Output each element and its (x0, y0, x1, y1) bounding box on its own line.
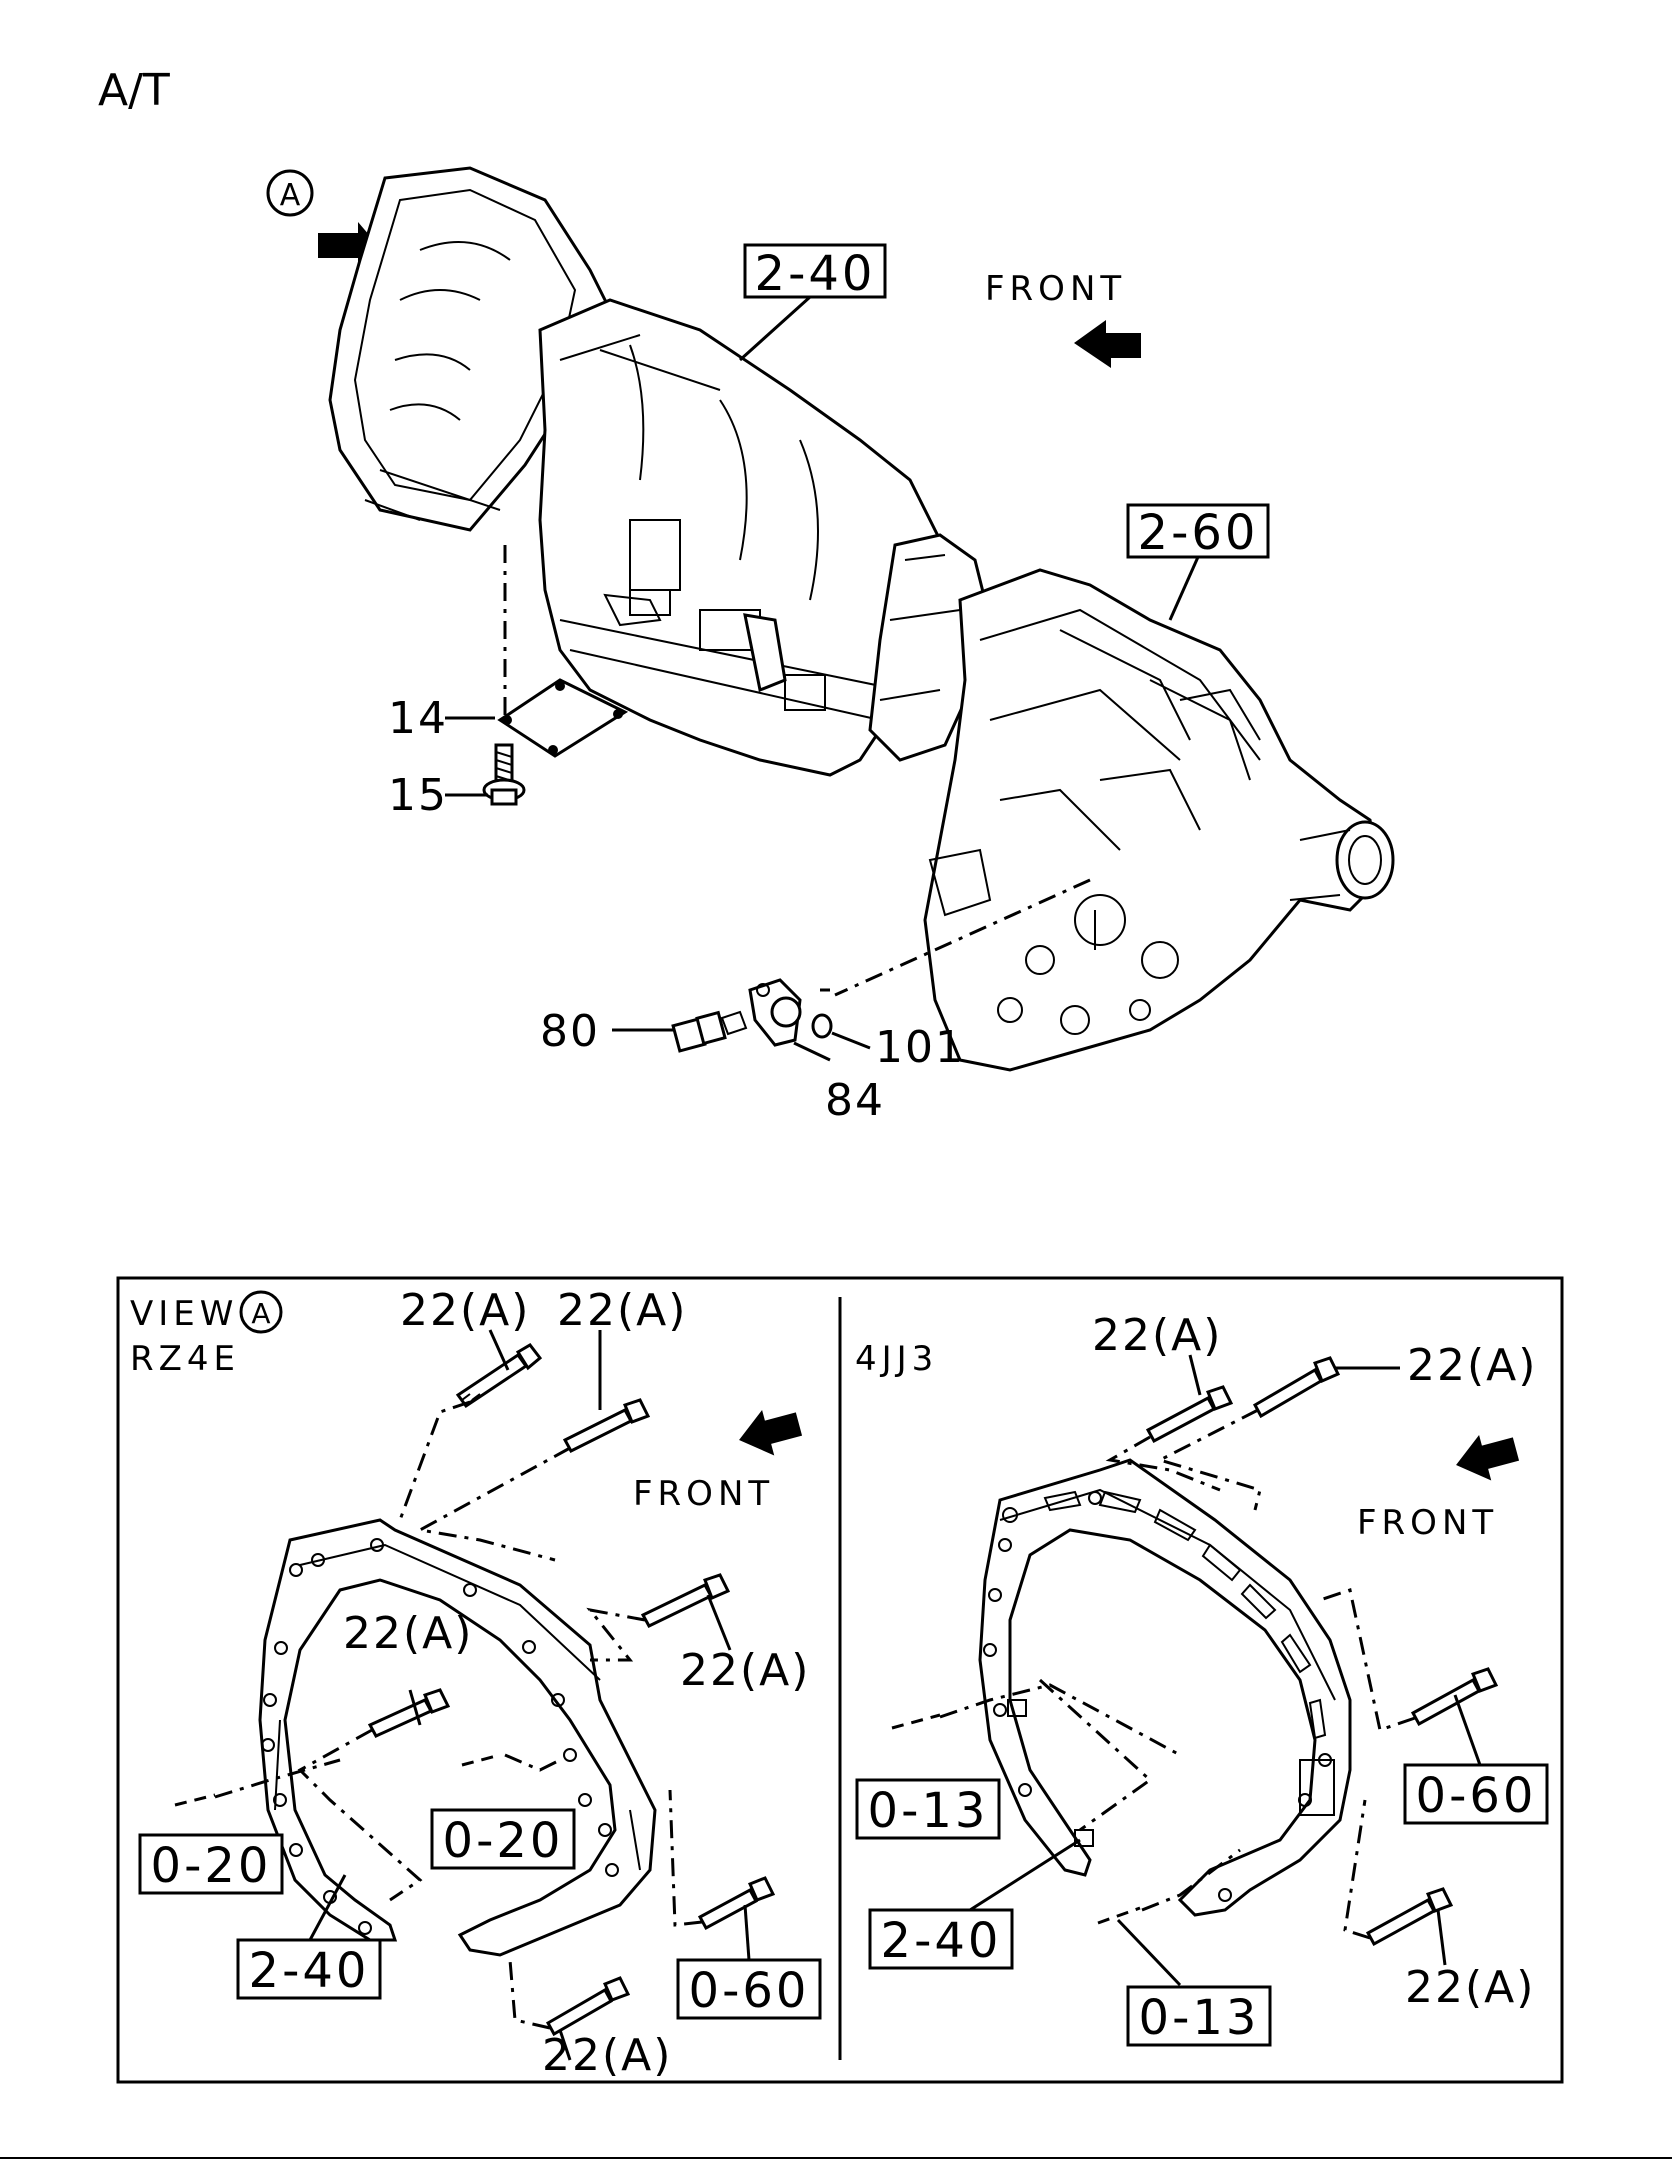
part-14-label: 14 (388, 693, 448, 744)
ref-2-40-right-text: 2-40 (881, 1913, 1002, 1969)
ref-0-13-b: 0-13 (1126, 1985, 1272, 2047)
part-80-label: 80 (540, 1006, 600, 1057)
bolt-22a-1 (455, 1343, 543, 1409)
front-label-left: FRONT (633, 1474, 774, 1514)
bolt-4jj3-1 (1145, 1385, 1234, 1444)
bolt-4jj3-3 (1365, 1887, 1454, 1947)
ref-0-20-b: 0-20 (430, 1808, 576, 1870)
ref-0-13-a-text: 0-13 (868, 1783, 989, 1839)
model-label-4jj3: 4JJ3 (855, 1339, 938, 1379)
bolt-22a-5 (545, 1976, 631, 2037)
ref-0-13-b-text: 0-13 (1139, 1990, 1260, 2046)
ref-0-60-right: 0-60 (1403, 1763, 1549, 1825)
oil-pan-cover (497, 678, 629, 758)
oring-101 (811, 1013, 833, 1039)
adapter-plate-rz4e (258, 1518, 657, 1957)
bracket-84 (748, 978, 802, 1047)
front-arrow-top (1074, 320, 1141, 368)
bolt-label-r1: 22(A) (1092, 1310, 1222, 1361)
bolt-label-4: 22(A) (343, 1608, 473, 1659)
diagram-title: A/T (98, 65, 170, 116)
bolt-0-60-right (1410, 1667, 1499, 1727)
ref-0-60-left-text: 0-60 (689, 1963, 810, 2019)
detail-frame (116, 1276, 1564, 2084)
view-label: VIEW (130, 1294, 238, 1334)
bolt-22a-4 (367, 1688, 451, 1738)
front-label-right: FRONT (1357, 1503, 1498, 1543)
bolt-15 (482, 743, 526, 806)
ref-0-20-a: 0-20 (138, 1833, 284, 1895)
ref-2-40-right: 2-40 (868, 1908, 1014, 1970)
adapter-plate-4jj3 (978, 1458, 1352, 1917)
bolt-label-r2: 22(A) (1407, 1340, 1537, 1391)
ref-0-13-a: 0-13 (855, 1778, 1001, 1840)
view-a-marker: A (266, 169, 314, 217)
bolt-80 (671, 1010, 748, 1053)
bolt-22a-2 (562, 1398, 651, 1453)
bolt-label-r3: 22(A) (1405, 1962, 1535, 2013)
front-arrow-left (739, 1410, 803, 1456)
ref-0-60-right-text: 0-60 (1416, 1768, 1537, 1824)
front-arrow-right (1456, 1435, 1520, 1481)
ref-0-20-a-text: 0-20 (151, 1838, 272, 1894)
bolt-label-1: 22(A) (400, 1285, 530, 1336)
ref-0-60-left: 0-60 (676, 1958, 822, 2020)
right-panel-4jj3: 4JJ3 FRONT (855, 1310, 1549, 2047)
view-a-marker-letter: A (280, 178, 301, 213)
ref-2-40-top: 2-40 (743, 243, 887, 302)
part-15-label: 15 (388, 770, 448, 821)
bolt-4jj3-2 (1252, 1356, 1341, 1419)
bolt-label-2: 22(A) (557, 1285, 687, 1336)
front-label-top: FRONT (985, 269, 1126, 309)
left-panel-rz4e: VIEW A RZ4E FRONT (130, 1285, 822, 2081)
ref-2-60-top-text: 2-60 (1138, 505, 1259, 561)
ref-2-40-top-text: 2-40 (755, 246, 876, 302)
bolt-22a-3 (640, 1573, 731, 1628)
view-label-marker: A (251, 1297, 270, 1330)
bolt-0-60-left (697, 1876, 776, 1931)
model-label-rz4e: RZ4E (130, 1339, 240, 1379)
bolt-label-5: 22(A) (542, 2030, 672, 2081)
part-101-label: 101 (875, 1022, 965, 1073)
ref-2-40-left: 2-40 (236, 1938, 382, 2000)
bolt-label-3: 22(A) (680, 1645, 810, 1696)
ref-0-20-b-text: 0-20 (443, 1813, 564, 1869)
transmission-assembly: A (266, 166, 1395, 1126)
ref-2-40-left-text: 2-40 (249, 1943, 370, 1999)
part-84-label: 84 (825, 1075, 885, 1126)
ref-2-60-top: 2-60 (1126, 503, 1270, 561)
